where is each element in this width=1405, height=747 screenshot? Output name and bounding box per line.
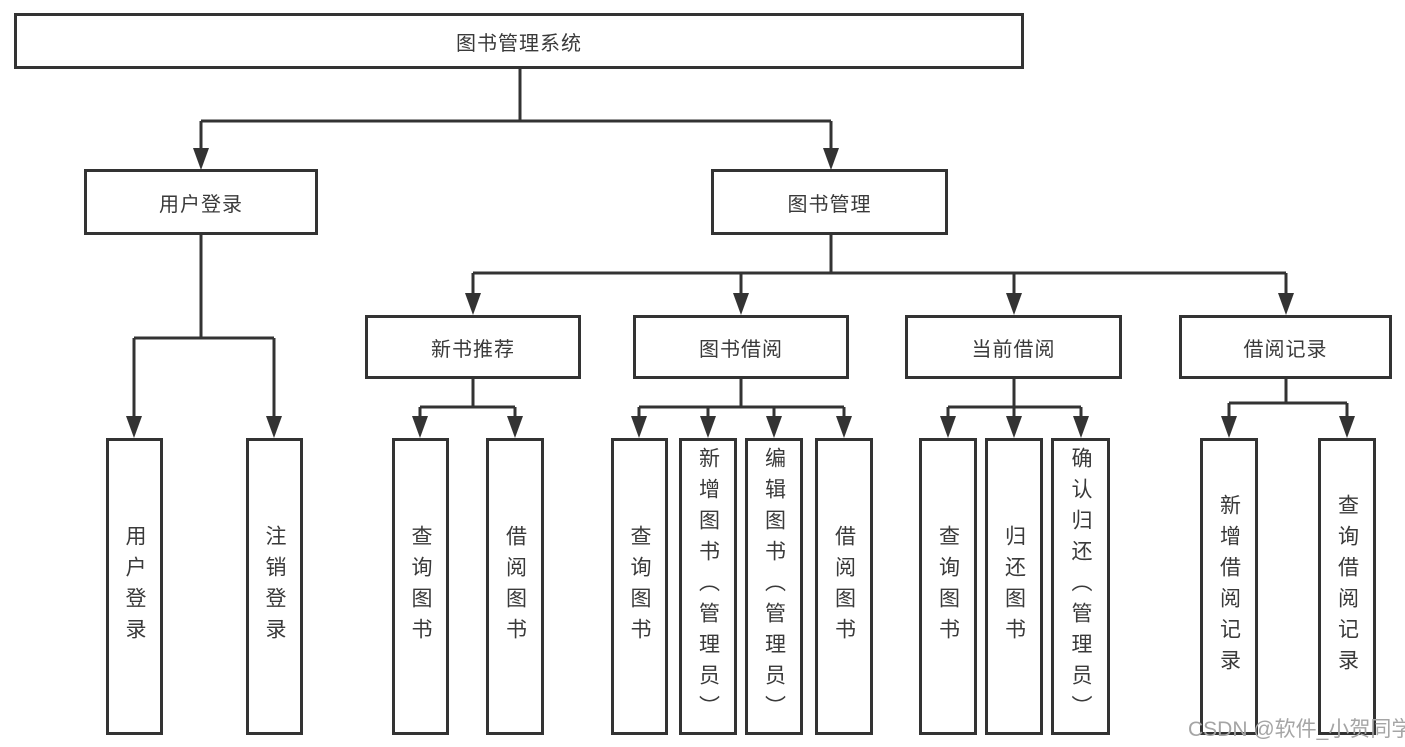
arrow-down-icon — [507, 416, 523, 438]
leaf-borrow-books-borrowing-label: 借阅图书 — [832, 524, 856, 649]
node-book-management-label: 图书管理 — [787, 193, 872, 216]
leaf-add-books-admin-label: 新增图书（管理员） — [696, 447, 720, 726]
arrow-down-icon — [1073, 416, 1089, 438]
arrow-down-icon — [836, 416, 852, 438]
node-current-borrowing-label: 当前借阅 — [971, 338, 1056, 361]
leaf-query-books-borrowing: 查询图书 — [611, 438, 668, 735]
arrow-down-icon — [193, 148, 209, 170]
leaf-confirm-return-admin: 确认归还（管理员） — [1051, 438, 1110, 735]
leaf-return-books: 归还图书 — [985, 438, 1043, 735]
leaf-logout-label: 注销登录 — [263, 524, 286, 649]
leaf-user-login: 用户登录 — [106, 438, 163, 735]
arrow-down-icon — [940, 416, 956, 438]
node-book-management: 图书管理 — [711, 169, 948, 235]
node-borrowing-records-label: 借阅记录 — [1243, 338, 1328, 361]
connector-segments — [132, 69, 1349, 434]
arrow-down-icon — [700, 416, 716, 438]
leaf-borrow-books-borrowing: 借阅图书 — [815, 438, 873, 735]
leaf-return-books-label: 归还图书 — [1002, 524, 1026, 649]
node-root: 图书管理系统 — [14, 13, 1024, 69]
arrow-down-icon — [1006, 293, 1022, 315]
node-root-label: 图书管理系统 — [456, 32, 582, 55]
leaf-add-borrowing-record: 新增借阅记录 — [1200, 438, 1258, 735]
arrow-down-icon — [412, 416, 428, 438]
leaf-query-books-borrowing-label: 查询图书 — [628, 524, 651, 649]
arrow-down-icon — [266, 416, 282, 438]
leaf-logout: 注销登录 — [246, 438, 303, 735]
leaf-add-books-admin: 新增图书（管理员） — [679, 438, 737, 735]
arrowheads — [126, 148, 1355, 438]
arrow-down-icon — [126, 416, 142, 438]
node-book-borrowing: 图书借阅 — [633, 315, 849, 379]
leaf-query-borrowing-record: 查询借阅记录 — [1318, 438, 1376, 735]
leaf-user-login-label: 用户登录 — [123, 524, 146, 649]
leaf-query-borrowing-record-label: 查询借阅记录 — [1335, 493, 1359, 680]
leaf-edit-books-admin-label: 编辑图书（管理员） — [762, 447, 786, 726]
arrow-down-icon — [631, 416, 647, 438]
node-new-book-recommendation: 新书推荐 — [365, 315, 581, 379]
arrow-down-icon — [823, 148, 839, 170]
leaf-query-books-current: 查询图书 — [919, 438, 977, 735]
arrow-down-icon — [766, 416, 782, 438]
leaf-query-books-current-label: 查询图书 — [936, 524, 960, 649]
arrow-down-icon — [1006, 416, 1022, 438]
node-user-login-label: 用户登录 — [159, 193, 243, 216]
node-user-login: 用户登录 — [84, 169, 318, 235]
leaf-confirm-return-admin-label: 确认归还（管理员） — [1069, 447, 1092, 726]
node-borrowing-records: 借阅记录 — [1179, 315, 1392, 379]
leaf-add-borrowing-record-label: 新增借阅记录 — [1217, 493, 1241, 680]
arrow-down-icon — [1278, 293, 1294, 315]
node-new-book-recommendation-label: 新书推荐 — [431, 338, 515, 361]
node-book-borrowing-label: 图书借阅 — [699, 338, 783, 361]
leaf-edit-books-admin: 编辑图书（管理员） — [745, 438, 803, 735]
leaf-borrow-books-newbook: 借阅图书 — [486, 438, 544, 735]
node-current-borrowing: 当前借阅 — [905, 315, 1122, 379]
leaf-borrow-books-newbook-label: 借阅图书 — [503, 524, 527, 649]
leaf-query-books-newbook-label: 查询图书 — [409, 524, 432, 649]
arrow-down-icon — [1221, 416, 1237, 438]
csdn-watermark: CSDN @软件_小贺同学 — [1188, 718, 1405, 741]
leaf-query-books-newbook: 查询图书 — [392, 438, 449, 735]
arrow-down-icon — [465, 293, 481, 315]
arrow-down-icon — [733, 293, 749, 315]
arrow-down-icon — [1339, 416, 1355, 438]
